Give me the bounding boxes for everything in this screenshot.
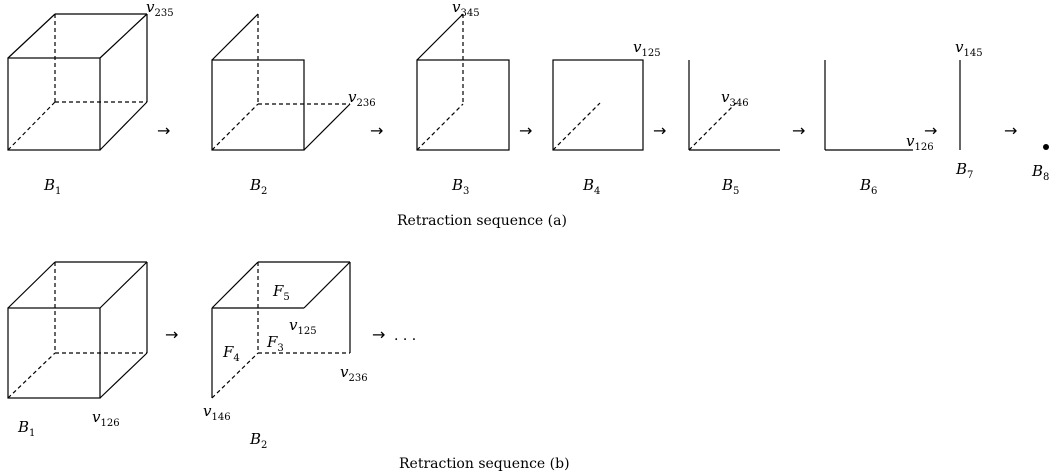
stage-label-b1: B1 [43,176,61,197]
face-label-f3: F3 [266,333,284,354]
stage-label-b6: B6 [859,176,877,197]
stage-label-b7: B7 [955,160,973,181]
vertex-label-v146: v146 [203,402,231,423]
vertex-label-v346: v346 [721,88,749,109]
complex-b2-a [211,13,351,151]
face-label-f4: F4 [222,343,240,364]
arrow-4: → [653,121,666,140]
vertex-label-v125: v125 [633,38,661,59]
arrow-7: → [1004,121,1017,140]
caption-sequence-a: Retraction sequence (a) [397,213,567,229]
arrow-3: → [519,121,532,140]
complex-b5-a [688,60,780,151]
stage-label-b1-b: B1 [17,418,35,439]
complex-b4-a [552,59,644,151]
arrow-5: → [792,121,805,140]
continuation-dots: · · · [394,332,416,348]
stage-label-b8: B8 [1031,162,1049,183]
stage-label-b4: B4 [582,176,600,197]
stage-label-b2-b: B2 [249,430,267,451]
vertex-label-v145: v145 [955,38,983,59]
vertex-label-v236-b: v236 [340,363,368,384]
stage-label-b2: B2 [249,176,267,197]
vertex-label-v236: v236 [348,88,376,109]
complex-b6-a [824,60,913,151]
arrow-2: → [370,121,383,140]
complex-b3-a [416,13,510,151]
vertex-label-v125-b: v125 [289,316,317,337]
stage-label-b3: B3 [451,176,469,197]
point-b8 [1043,144,1049,150]
arrow-6: → [924,121,937,140]
sequence-a: v235 B1 → v236 B2 → v345 B3 → v1 [7,0,1049,229]
complex-b2-b [211,261,351,399]
sequence-b: v126 B1 → F5 v125 F4 F3 v236 v146 B2 → ·… [7,261,570,472]
face-label-f5: F5 [272,282,290,303]
cube-b1-a [7,13,148,151]
caption-sequence-b: Retraction sequence (b) [399,456,570,472]
vertex-label-v345: v345 [452,0,480,19]
arrow-b1: → [165,325,178,344]
vertex-label-v126: v126 [906,132,934,153]
arrow-1: → [157,121,170,140]
vertex-label-v126-b: v126 [92,408,120,429]
cube-b1-b [7,261,148,399]
arrow-b2: → [372,325,385,344]
vertex-label-v235: v235 [146,0,174,19]
stage-label-b5: B5 [721,176,739,197]
